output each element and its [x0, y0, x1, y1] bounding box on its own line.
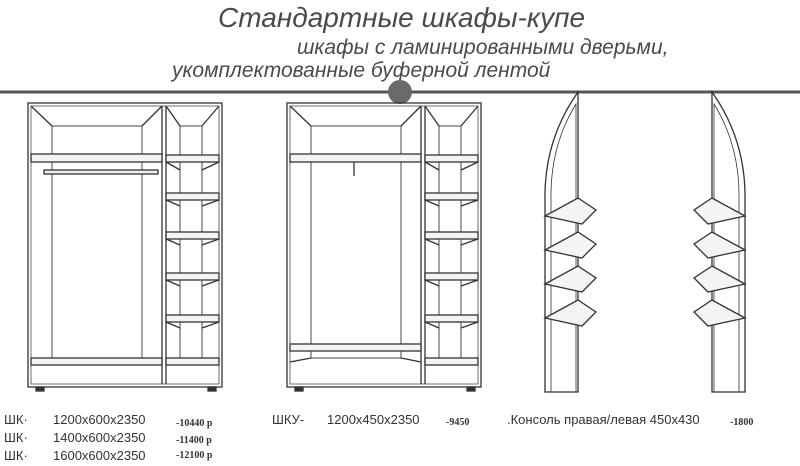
shku-code: ШКУ-	[272, 412, 305, 427]
shk-code-3: ШК·	[4, 448, 28, 463]
shk-price-2: -11400 р	[176, 435, 212, 446]
console-right-drawing	[692, 89, 747, 393]
console-left-drawing	[543, 89, 598, 393]
wardrobe-shk-drawing	[27, 102, 223, 392]
shk-size-1: 1200х600х2350	[53, 412, 146, 427]
shku-size: 1200х450х2350	[327, 412, 420, 427]
console-price: -1800	[730, 417, 754, 428]
shk-code-1: ШК·	[4, 412, 28, 427]
page-subtitle-1: шкафы с ламинированными дверьми,	[297, 36, 669, 59]
shk-size-2: 1400х600х2350	[53, 430, 146, 445]
page-subtitle-2: укомплектованные буферной лентой	[172, 59, 551, 82]
shk-price-1: -10440 р	[176, 418, 213, 429]
wardrobe-shku-drawing	[286, 102, 482, 392]
shku-price: -9450	[446, 417, 470, 428]
shk-size-3: 1600х600х2350	[53, 448, 146, 463]
shk-price-3: -12100 р	[176, 450, 213, 461]
page-title: Стандартные шкафы-купе	[218, 2, 586, 33]
console-label: .Консоль правая/левая 450х430	[507, 412, 700, 427]
shk-code-2: ШК·	[4, 430, 28, 445]
header-dot	[388, 80, 412, 104]
